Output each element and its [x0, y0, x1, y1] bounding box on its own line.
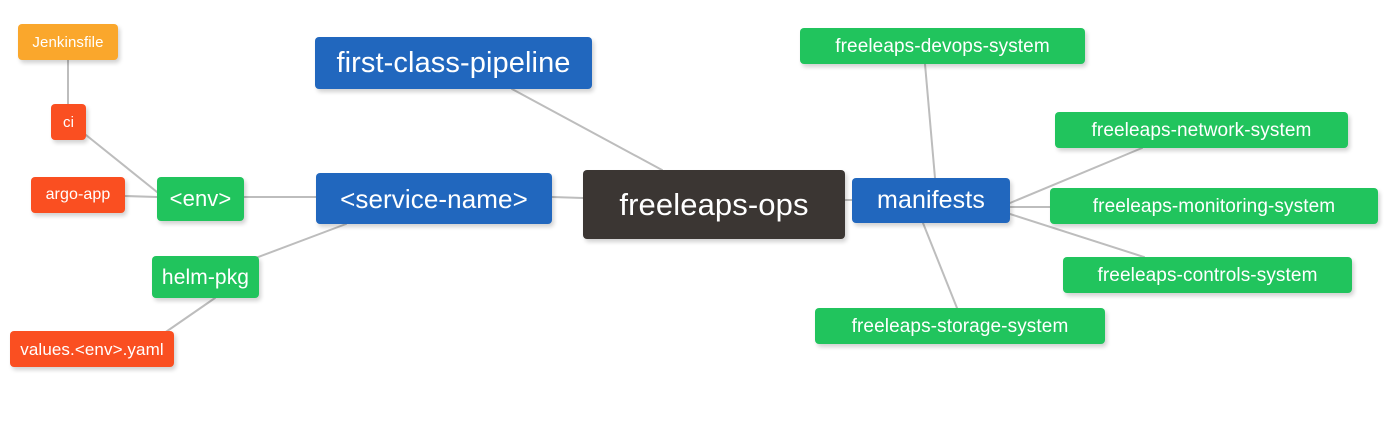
edge-manifests-to-freeleaps-devops-system — [924, 63, 936, 179]
node-freeleaps-ops[interactable]: freeleaps-ops — [583, 170, 845, 239]
edge-first-class-pipeline-to-freeleaps-ops — [511, 88, 663, 171]
node-env[interactable]: <env> — [157, 177, 244, 221]
node-freeleaps-storage-system[interactable]: freeleaps-storage-system — [815, 308, 1105, 344]
node-values-yaml[interactable]: values.<env>.yaml — [10, 331, 174, 367]
node-service-name[interactable]: <service-name> — [316, 173, 552, 224]
node-argo-app[interactable]: argo-app — [31, 177, 125, 213]
node-freeleaps-network-system[interactable]: freeleaps-network-system — [1055, 112, 1348, 148]
node-jenkinsfile[interactable]: Jenkinsfile — [18, 24, 118, 60]
edge-argo-app-to-env — [124, 195, 158, 198]
edge-helm-pkg-to-service-name — [244, 223, 347, 263]
node-freeleaps-monitoring-system[interactable]: freeleaps-monitoring-system — [1050, 188, 1378, 224]
node-freeleaps-devops-system[interactable]: freeleaps-devops-system — [800, 28, 1085, 64]
node-helm-pkg[interactable]: helm-pkg — [152, 256, 259, 298]
node-first-class-pipeline[interactable]: first-class-pipeline — [315, 37, 592, 89]
node-ci[interactable]: ci — [51, 104, 86, 140]
node-freeleaps-controls-system[interactable]: freeleaps-controls-system — [1063, 257, 1352, 293]
edge-manifests-to-freeleaps-storage-system — [922, 222, 958, 309]
edge-service-name-to-freeleaps-ops — [551, 196, 584, 199]
node-manifests[interactable]: manifests — [852, 178, 1010, 223]
